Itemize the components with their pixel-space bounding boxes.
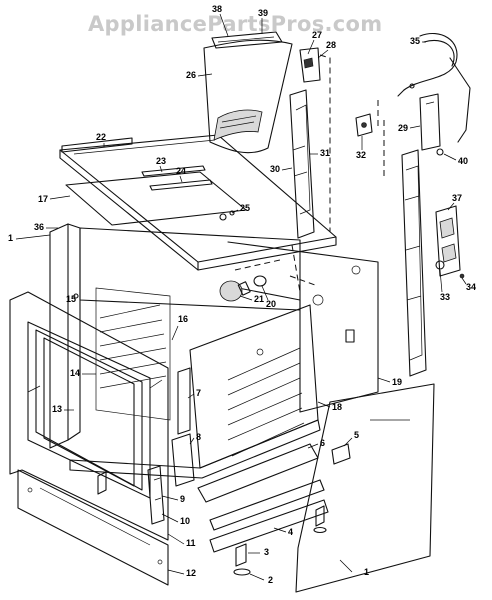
callout-34: 34 — [466, 282, 476, 292]
screw-15 — [73, 293, 79, 299]
oven-lamp-21 — [219, 280, 251, 302]
callout-20: 20 — [266, 299, 276, 309]
side-panel-1-right — [295, 383, 435, 593]
bottom-trim-12 — [17, 469, 169, 586]
callout-39: 39 — [258, 8, 268, 18]
callout-13: 13 — [52, 404, 62, 414]
watermark-text: AppliancePartsPros.com — [88, 12, 382, 36]
callout-22: 22 — [96, 132, 106, 142]
callout-31: 31 — [320, 148, 330, 158]
callout-35: 35 — [410, 36, 420, 46]
callout-30: 30 — [270, 164, 280, 174]
callout-2: 2 — [268, 575, 273, 585]
bracket-37 — [435, 205, 461, 277]
callout-21: 21 — [254, 294, 264, 304]
front-frame-14 — [9, 291, 169, 541]
leveler-right — [313, 505, 327, 534]
side-rail-30-31 — [289, 89, 315, 239]
part-32 — [355, 113, 373, 137]
callout-28: 28 — [326, 40, 336, 50]
callout-7: 7 — [196, 388, 201, 398]
lamp-socket-20 — [253, 275, 267, 287]
assembly-dashes — [234, 54, 385, 293]
oven-top-panel — [59, 134, 337, 271]
screw-25 — [219, 210, 235, 221]
top-front-rail-22 — [61, 137, 133, 153]
control-bracket-29 — [419, 93, 441, 151]
door-seal-13 — [43, 337, 135, 487]
callout-27: 27 — [312, 30, 322, 40]
callout-26: 26 — [186, 70, 196, 80]
vent-panel-26 — [203, 39, 293, 154]
callout-9: 9 — [180, 494, 185, 504]
callout-16: 16 — [178, 314, 188, 324]
side-panel-19 — [227, 241, 379, 413]
callout-1-left: 1 — [8, 233, 13, 243]
callout-40: 40 — [458, 156, 468, 166]
callout-3: 3 — [264, 547, 269, 557]
part-9-10-11 — [147, 465, 165, 525]
oven-cavity — [49, 223, 321, 479]
bottom-trim-6 — [197, 443, 319, 503]
callout-12: 12 — [186, 568, 196, 578]
leveler-left — [97, 471, 107, 495]
leveler-3 — [233, 543, 251, 576]
grommet-40 — [436, 148, 444, 156]
callout-14: 14 — [70, 368, 80, 378]
top-support-23-24 — [141, 165, 213, 191]
top-insulation-17 — [65, 171, 247, 226]
callout-5: 5 — [354, 430, 359, 440]
callout-11: 11 — [186, 538, 196, 548]
callout-19: 19 — [392, 377, 402, 387]
toe-kick-4 — [209, 479, 329, 553]
callout-24: 24 — [176, 166, 186, 176]
right-side-rail — [401, 149, 427, 377]
bracket-27-28 — [299, 47, 321, 83]
callout-23: 23 — [156, 156, 166, 166]
callout-18: 18 — [332, 402, 342, 412]
callout-15: 15 — [66, 294, 76, 304]
callout-17: 17 — [38, 194, 48, 204]
callout-33: 33 — [440, 292, 450, 302]
part-7 — [177, 367, 191, 435]
callout-6: 6 — [320, 438, 325, 448]
callout-29: 29 — [398, 123, 408, 133]
callout-labels: 1 1 2 3 4 5 6 7 8 9 10 11 12 13 14 15 16 — [8, 4, 476, 585]
callout-37: 37 — [452, 193, 462, 203]
callout-8: 8 — [196, 432, 201, 442]
callout-4: 4 — [288, 527, 293, 537]
callout-10: 10 — [180, 516, 190, 526]
wire-harness-35 — [397, 32, 471, 143]
callout-25: 25 — [240, 203, 250, 213]
callout-32: 32 — [356, 150, 366, 160]
part-8 — [171, 433, 195, 487]
callout-36: 36 — [34, 222, 44, 232]
part-5 — [331, 443, 351, 465]
callout-38: 38 — [212, 4, 222, 14]
callout-1-right: 1 — [364, 567, 369, 577]
vent-trim-38-39 — [211, 31, 283, 49]
